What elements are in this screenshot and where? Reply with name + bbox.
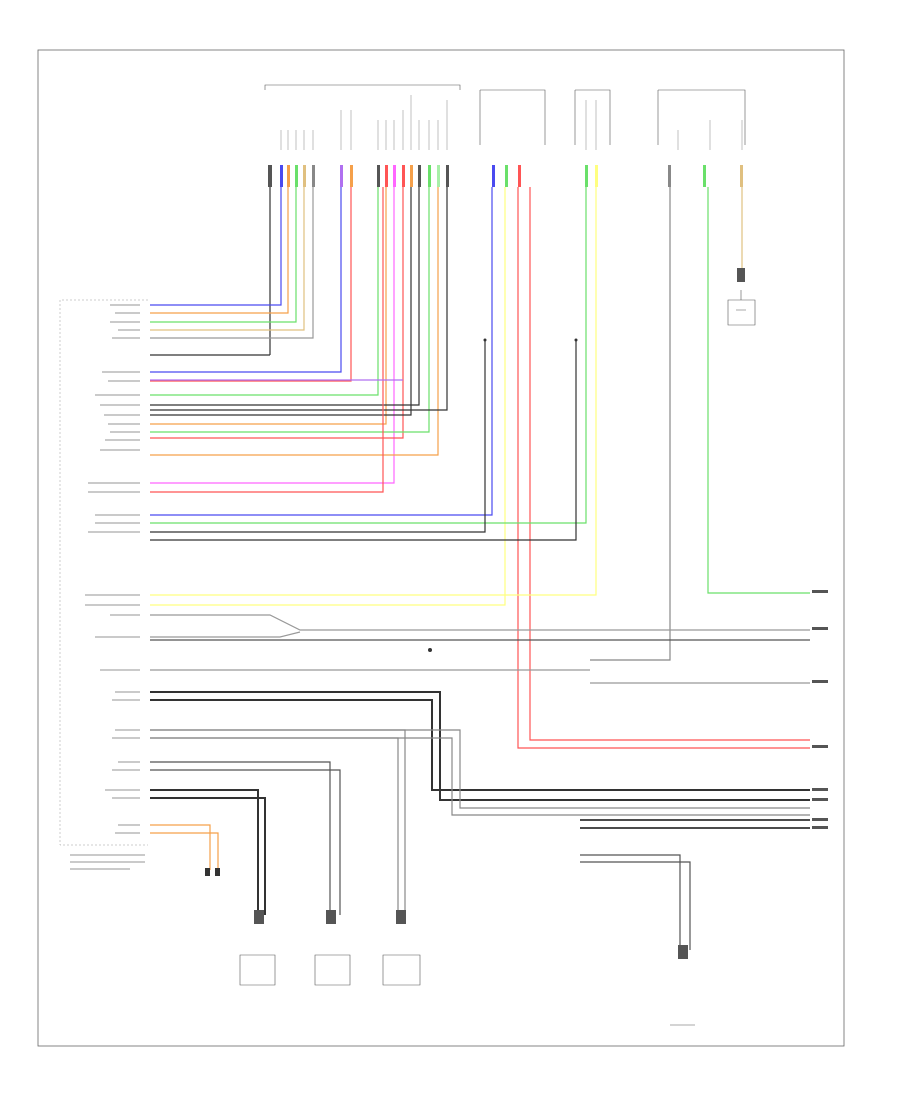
module-bracket-2: [479, 89, 546, 145]
right-terminals: [812, 590, 828, 829]
left-pin-labels: [70, 304, 145, 870]
connector-block-top: [268, 165, 743, 187]
top-pin-labels: [280, 95, 743, 150]
module-bracket-3: [574, 89, 611, 145]
diagram-frame: [37, 49, 845, 1047]
splice-points: [428, 338, 578, 652]
module-boundary: [59, 299, 148, 846]
module-bracket-1: [264, 84, 461, 90]
connector-icon: [254, 910, 688, 959]
lower-wires: [150, 614, 810, 950]
ground-icon: [205, 868, 220, 876]
module-bracket-4: [657, 89, 746, 145]
vertical-wires: [150, 187, 810, 749]
antenna-component: [727, 268, 756, 326]
antenna-icon: [736, 290, 746, 311]
bottom-components: [239, 954, 695, 1026]
